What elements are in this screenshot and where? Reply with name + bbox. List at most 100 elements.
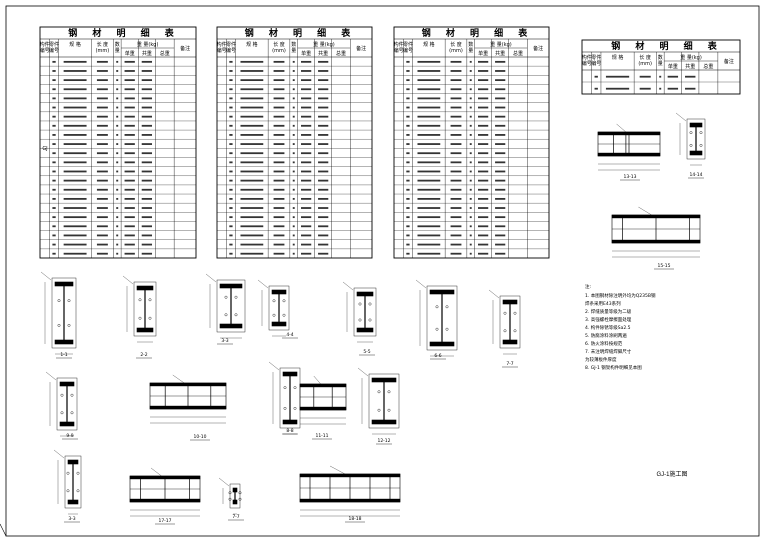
table-cell-mark [659, 75, 662, 78]
table-header-cell: 备注 [533, 45, 543, 52]
table-cell-mark [406, 207, 410, 209]
table-header-cell: 总重 [160, 50, 170, 57]
leader-line [122, 275, 134, 285]
section-label: 6-6 [434, 353, 441, 359]
section-label: 13-13 [623, 174, 636, 180]
table-cell-mark [63, 225, 87, 228]
table-cell-mark [240, 188, 264, 191]
table-header-cell: 长 度 [450, 41, 462, 48]
table-cell-mark [124, 88, 135, 91]
leader-line [268, 361, 280, 371]
table-cell-mark [141, 243, 153, 246]
table-cell-mark [273, 115, 285, 118]
table-cell-mark [240, 115, 264, 118]
section-9-9: 9-9 [45, 371, 78, 440]
table-cell-mark [406, 97, 410, 100]
bolt-mark [358, 302, 362, 306]
table-cell-mark [417, 97, 441, 100]
bolt-mark [138, 316, 142, 320]
table-cell-mark [495, 234, 506, 237]
table-cell-mark [124, 161, 135, 164]
table-cell-mark [469, 60, 472, 63]
table-cell-mark [273, 152, 285, 155]
table-cell-mark [96, 79, 108, 82]
table-cell-mark [63, 60, 87, 63]
table-cell-mark [229, 161, 233, 164]
table-cell-mark [63, 161, 87, 164]
table-cell-mark [116, 60, 119, 63]
table-cell-mark [96, 88, 108, 91]
table-cell-mark [417, 179, 441, 182]
section-outline [64, 455, 82, 509]
table-cell-mark [478, 60, 489, 63]
table-cell-mark [116, 97, 119, 100]
member-label: GJ [42, 146, 47, 152]
table-cell-mark [469, 252, 472, 255]
table-cell-mark [406, 252, 410, 255]
table-cell-mark [450, 161, 462, 164]
bolt-mark [387, 408, 391, 412]
section-outline [51, 277, 77, 349]
bolt-mark [368, 302, 372, 306]
table-header-cell: 规 格 [69, 41, 81, 48]
table-cell-mark [318, 207, 329, 209]
table-cell-mark [52, 234, 56, 237]
leader-line [488, 289, 500, 299]
table-cell-mark [495, 79, 506, 82]
bolt-mark [70, 411, 74, 415]
table-cell-mark [240, 252, 264, 255]
table-header-cell: 共重 [495, 50, 505, 57]
table-cell-mark [417, 216, 441, 219]
table-cell-mark [124, 234, 135, 237]
section-label: 3-3 [68, 516, 75, 522]
table-cell-mark [141, 188, 153, 191]
table-cell-mark [406, 134, 410, 136]
table-cell-mark [141, 97, 153, 100]
table-cell-mark [116, 252, 119, 255]
table-cell-mark [292, 179, 295, 182]
table-cell-mark [417, 197, 441, 200]
table-cell-mark [141, 70, 153, 72]
table-cell-mark [639, 87, 651, 90]
table-cell-mark [96, 60, 108, 63]
table-cell-mark [318, 161, 329, 164]
table-cell-mark [63, 170, 87, 173]
bolt-mark [238, 497, 242, 501]
beam-flange [299, 383, 347, 388]
table-cell-mark [229, 225, 233, 228]
table-cell-mark [229, 88, 233, 91]
table-cell-mark [240, 106, 264, 109]
table-cell-mark [301, 60, 312, 63]
table-cell-mark [141, 79, 153, 82]
table-cell-mark [450, 106, 462, 109]
table-cell-mark [318, 216, 329, 219]
table-cell-mark [292, 70, 295, 72]
table-header-cell: 零件 [226, 41, 236, 48]
table-title: 钢 材 明 细 表 [245, 27, 357, 39]
table-cell-mark [469, 143, 472, 145]
table-cell-mark [478, 252, 489, 255]
section-label: 15-15 [657, 263, 670, 269]
table-cell-mark [124, 106, 135, 109]
table-cell-mark [63, 179, 87, 182]
table-header-cell: (mm) [638, 61, 652, 67]
table-header-cell: 备注 [356, 45, 366, 52]
section-label: 5-5 [363, 349, 370, 355]
bolt-mark [283, 386, 287, 389]
table-cell-mark [495, 207, 506, 209]
bolt-mark [387, 390, 391, 394]
table-cell-mark [141, 115, 153, 118]
table-cell-mark [417, 161, 441, 164]
section-small: 7-7 [218, 477, 244, 521]
table-cell-mark [292, 124, 295, 127]
table-frame [216, 26, 373, 259]
table-header-cell: 共重 [685, 63, 695, 70]
flange-top [282, 371, 298, 377]
table-cell-mark [240, 97, 264, 100]
table-cell-mark [124, 152, 135, 155]
flange-top [689, 122, 703, 128]
table-cell-mark [301, 88, 312, 91]
table-cell-mark [417, 88, 441, 91]
table-cell-mark [273, 161, 285, 164]
table-cell-mark [469, 115, 472, 118]
